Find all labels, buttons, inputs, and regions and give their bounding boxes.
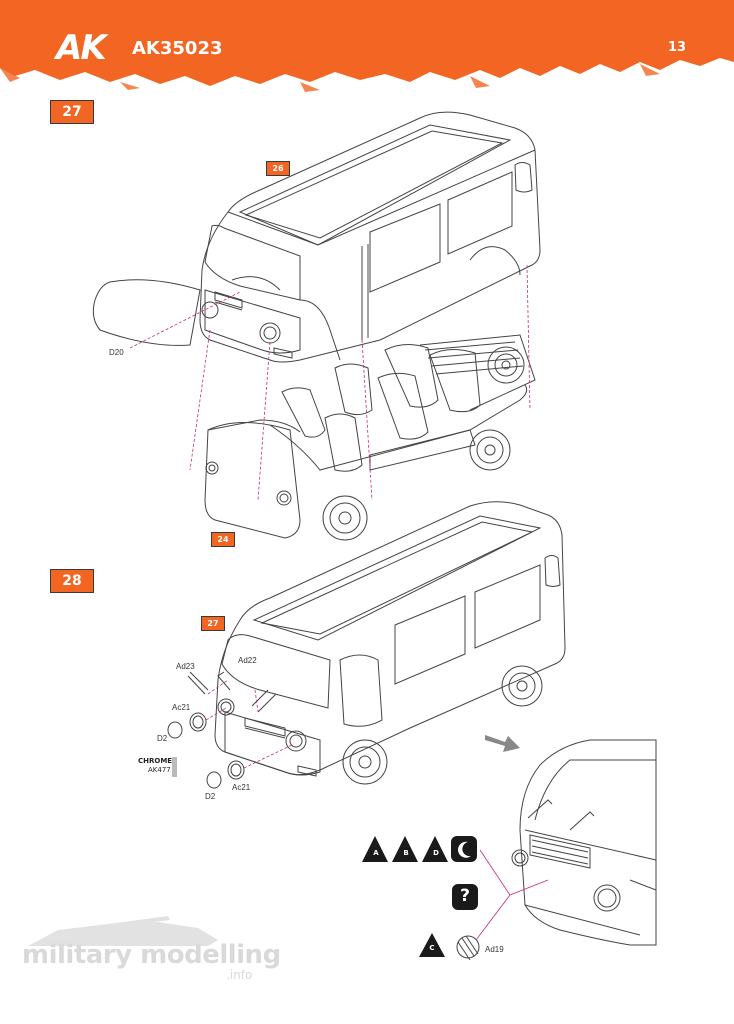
product-code: AK35023 [132, 38, 223, 59]
part-d2-bottom [206, 771, 222, 789]
paint-icon-b: B [403, 849, 409, 857]
detail-closeup [511, 739, 657, 946]
step-27-ref-26: 26 [266, 161, 290, 176]
step-27-ref-24: 24 [211, 532, 235, 547]
page-number: 13 [668, 40, 687, 55]
step-27-badge: 27 [50, 100, 94, 124]
part-d2-top [167, 721, 183, 739]
part-ac21-top [189, 712, 207, 732]
label-ad22: Ad22 [238, 656, 257, 665]
step-28-ref-27: 27 [201, 616, 225, 631]
van-body-upper [199, 111, 541, 363]
paint-icon-c-triangle [419, 933, 445, 957]
question-icon [452, 884, 478, 910]
label-d20: D20 [109, 348, 124, 357]
chrome-paint-note: CHROME AK477 [138, 757, 172, 775]
chrome-title: CHROME [138, 757, 173, 765]
label-d2-bottom: D2 [205, 792, 216, 801]
part-ac21-bottom [227, 760, 245, 780]
step-28-badge: 28 [50, 569, 94, 593]
paint-icon-c: C [429, 944, 435, 952]
label-d2-top: D2 [157, 734, 168, 743]
watermark-sub: .info [226, 968, 253, 982]
windshield-d20 [92, 279, 201, 346]
label-ac21-bottom: Ac21 [232, 783, 251, 792]
direction-arrow [485, 735, 520, 752]
label-ad23: Ad23 [176, 662, 195, 671]
header-band [0, 0, 734, 92]
paint-icon-d: D [433, 849, 439, 857]
chrome-swatch [172, 757, 177, 777]
part-ad19 [456, 935, 480, 959]
brand-logo: AK [56, 28, 107, 68]
chrome-code: AK477 [148, 766, 171, 774]
question-mark: ? [460, 886, 470, 906]
part-ad23 [187, 671, 209, 695]
van-assembled [214, 501, 566, 785]
label-ad19: Ad19 [485, 945, 504, 954]
paint-icons-row [362, 836, 477, 862]
tank-watermark-icon [28, 916, 218, 946]
paint-icon-a: A [373, 849, 379, 857]
label-ac21-top: Ac21 [172, 703, 191, 712]
chassis-interior [204, 334, 536, 541]
watermark-text: military modelling [22, 940, 281, 970]
